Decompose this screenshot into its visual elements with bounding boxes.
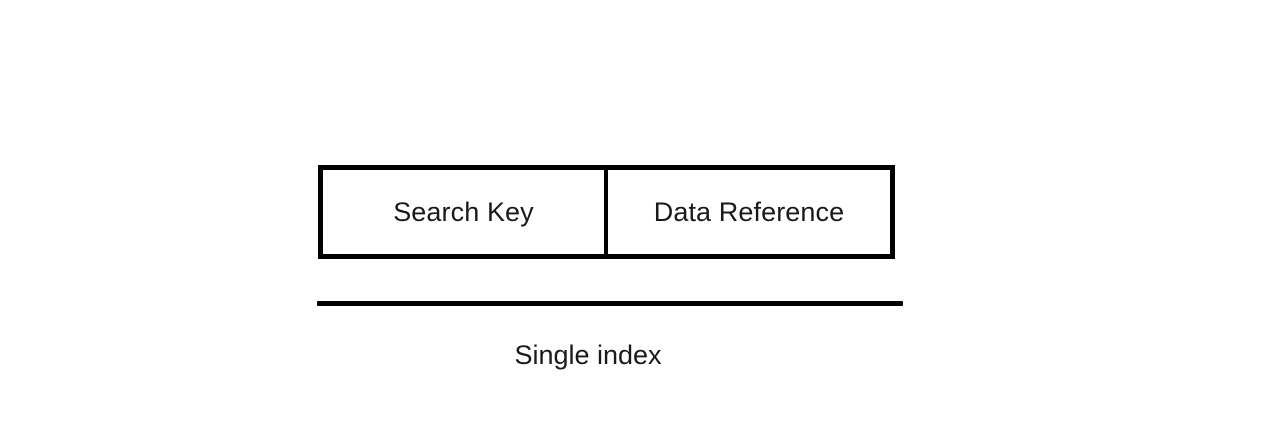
index-entry-box: Search Key Data Reference bbox=[318, 165, 895, 259]
span-rule bbox=[317, 301, 903, 306]
index-entry-cell-data-reference: Data Reference bbox=[608, 170, 890, 254]
diagram-caption: Single index bbox=[514, 340, 662, 370]
search-key-label: Search Key bbox=[393, 196, 534, 227]
index-entry-cell-search-key: Search Key bbox=[323, 170, 608, 254]
data-reference-label: Data Reference bbox=[653, 196, 845, 227]
